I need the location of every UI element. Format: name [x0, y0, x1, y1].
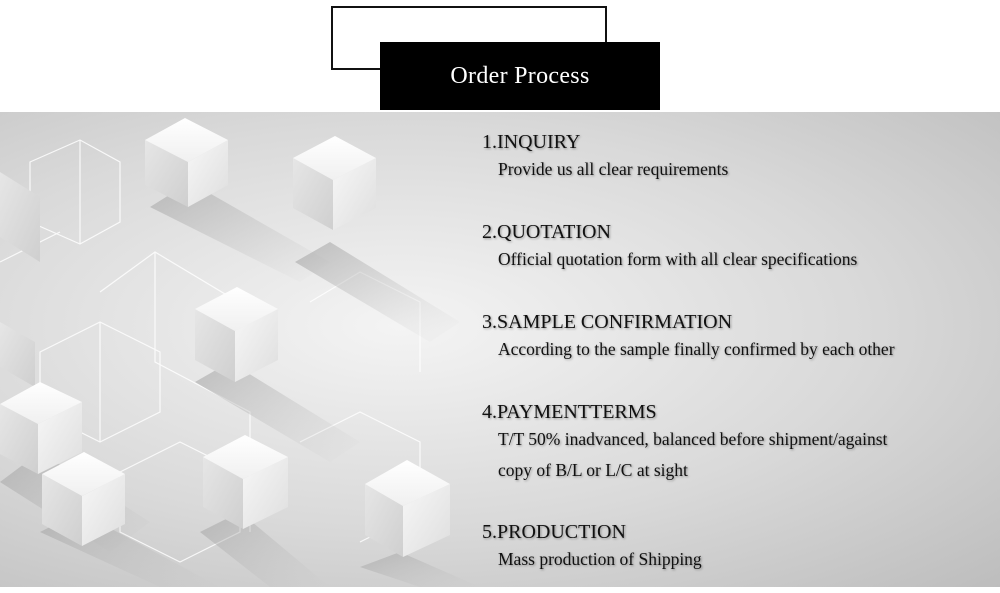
step-description: Mass production of Shipping — [498, 549, 702, 569]
step-description: Provide us all clear requirements — [498, 159, 729, 179]
step-production: 5.PRODUCTION Mass production of Shipping — [482, 520, 702, 575]
page-title: Order Process — [450, 62, 590, 89]
order-process-panel: 1.INQUIRY Provide us all clear requireme… — [0, 112, 1000, 587]
step-title: 3.SAMPLE CONFIRMATION — [482, 311, 733, 333]
cube-background-graphic — [0, 118, 480, 587]
step-title: 5.PRODUCTION — [482, 521, 626, 543]
cube-group — [0, 118, 480, 587]
step-inquiry: 1.INQUIRY Provide us all clear requireme… — [482, 130, 728, 185]
step-description: copy of B/L or L/C at sight — [498, 460, 688, 480]
title-box: Order Process — [380, 42, 660, 110]
step-quotation: 2.QUOTATION Official quotation form with… — [482, 220, 857, 275]
step-description: Official quotation form with all clear s… — [498, 249, 858, 269]
step-description: According to the sample finally confirme… — [498, 339, 895, 359]
step-title: 1.INQUIRY — [482, 131, 581, 153]
step-title: 2.QUOTATION — [482, 221, 611, 243]
step-description: T/T 50% inadvanced, balanced before ship… — [498, 429, 888, 449]
step-sample-confirmation: 3.SAMPLE CONFIRMATION According to the s… — [482, 310, 895, 365]
step-title: 4.PAYMENTTERMS — [482, 401, 657, 423]
step-payment-terms: 4.PAYMENTTERMS T/T 50% inadvanced, balan… — [482, 400, 887, 486]
